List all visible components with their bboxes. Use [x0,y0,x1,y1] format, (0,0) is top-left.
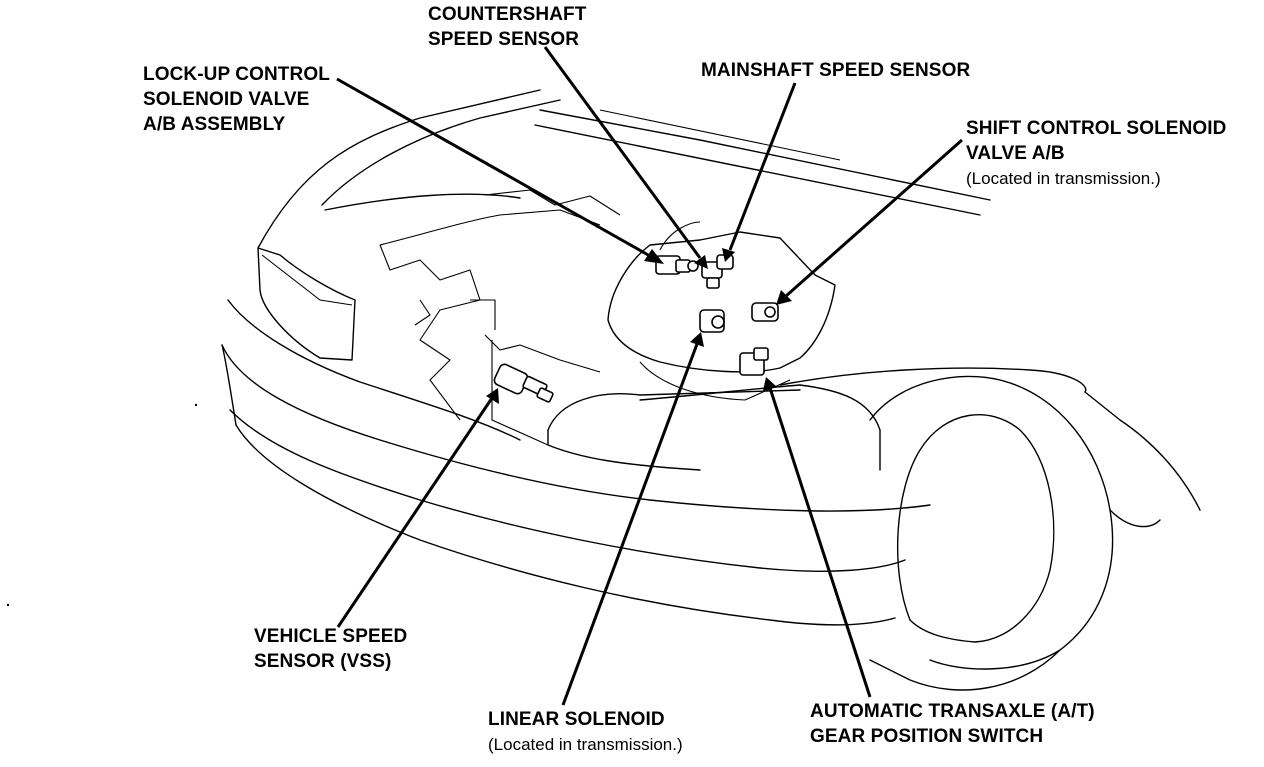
label-line: LOCK-UP CONTROL [143,62,330,87]
label-line: SPEED SENSOR [428,27,586,52]
label-lockup-control-solenoid: LOCK-UP CONTROL SOLENOID VALVE A/B ASSEM… [143,62,330,137]
label-line: SHIFT CONTROL SOLENOID [966,116,1226,141]
label-line: AUTOMATIC TRANSAXLE (A/T) [810,699,1095,724]
label-mainshaft-speed-sensor: MAINSHAFT SPEED SENSOR [701,58,970,83]
component-vehicle-speed-sensor [493,363,554,403]
leader-lines [337,47,962,705]
label-line: SOLENOID VALVE [143,87,330,112]
label-linear-solenoid: LINEAR SOLENOID (Located in transmission… [488,707,683,757]
component-shift-solenoid [752,303,778,321]
label-vehicle-speed-sensor: VEHICLE SPEED SENSOR (VSS) [254,624,407,674]
label-line: SENSOR (VSS) [254,649,407,674]
component-lockup-solenoid [656,256,698,274]
component-linear-solenoid [700,310,724,332]
label-note: (Located in transmission.) [488,732,683,757]
label-shift-control-solenoid: SHIFT CONTROL SOLENOID VALVE A/B (Locate… [966,116,1226,191]
label-line: A/B ASSEMBLY [143,112,330,137]
label-line: COUNTERSHAFT [428,2,586,27]
label-line: VEHICLE SPEED [254,624,407,649]
label-at-gear-position-switch: AUTOMATIC TRANSAXLE (A/T) GEAR POSITION … [810,699,1095,749]
label-line: MAINSHAFT SPEED SENSOR [701,58,970,83]
label-countershaft-speed-sensor: COUNTERSHAFT SPEED SENSOR [428,2,586,52]
label-line: VALVE A/B [966,141,1226,166]
label-note: (Located in transmission.) [966,166,1226,191]
label-line: GEAR POSITION SWITCH [810,724,1095,749]
component-at-gear-switch [740,348,768,375]
label-line: LINEAR SOLENOID [488,707,683,732]
